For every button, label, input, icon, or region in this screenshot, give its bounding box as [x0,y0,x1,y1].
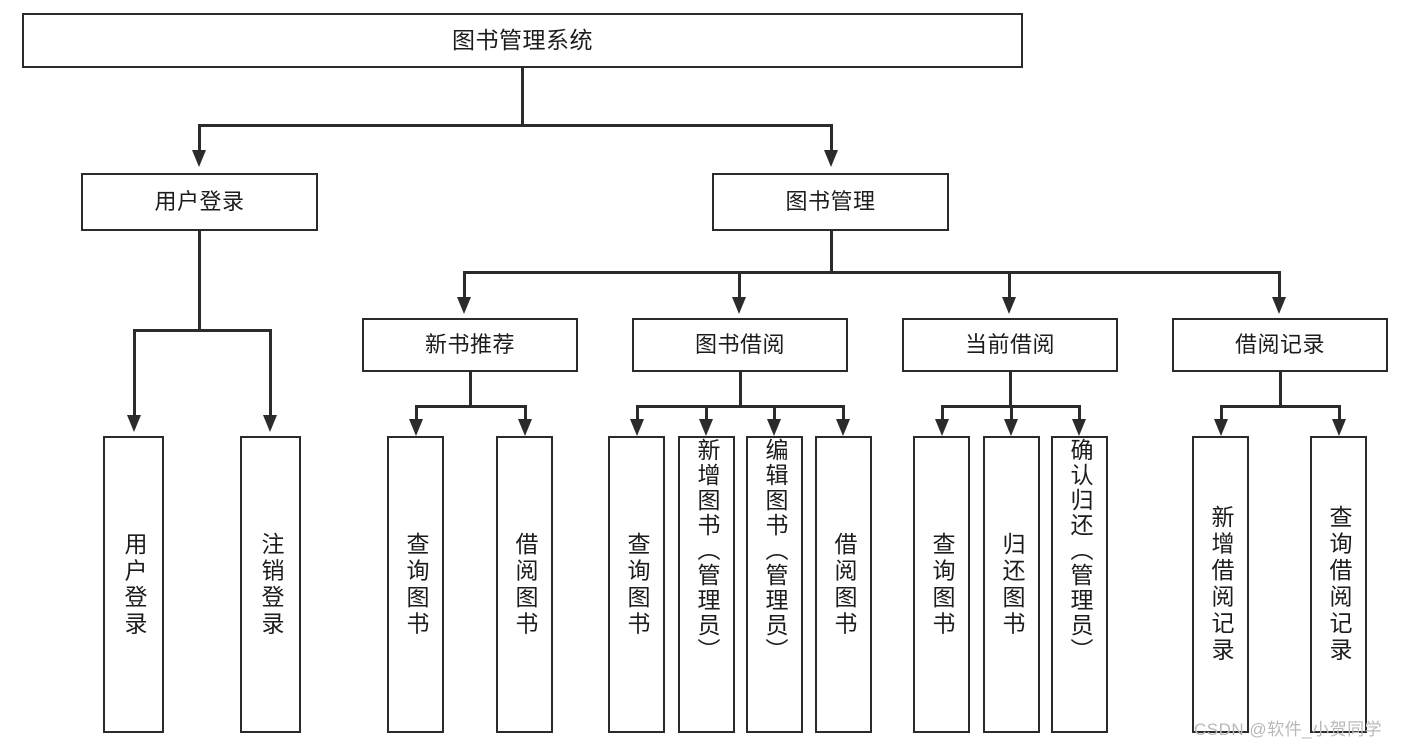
connector-root-to-book-manage [830,124,833,152]
connector-current-borrow-to-leaf-1 [941,405,944,423]
connector-new-book-stem [469,372,472,407]
arrowhead-leaf-borrow-book-rec [518,419,532,436]
connector-user-login-to-leaf-1 [133,329,136,417]
leaf-borrow-book[interactable]: 借阅图书 [815,436,872,733]
leaf-user-login[interactable]: 用户登录 [103,436,164,733]
connector-book-borrow-to-leaf-1 [636,405,639,423]
node-label: 编辑图书（管理员） [762,438,788,663]
node-label: 新增图书（管理员） [694,438,720,663]
connector-book-manage-to-current-borrow [1008,271,1011,299]
connector-book-manage-to-new-book [463,271,466,299]
arrowhead-current-borrow [1002,297,1016,314]
arrowhead-leaf-add-record [1214,419,1228,436]
node-label: 查询图书 [624,531,650,638]
arrowhead-leaf-confirm-return [1072,419,1086,436]
node-new-book-recommendation[interactable]: 新书推荐 [362,318,578,372]
connector-new-book-to-leaf-1 [415,405,418,423]
node-label: 借阅记录 [1234,331,1325,357]
connector-borrow-record-to-leaf-1 [1220,405,1223,423]
arrowhead-book-manage [824,150,838,167]
node-label: 图书借阅 [694,331,785,357]
leaf-add-book-admin[interactable]: 新增图书（管理员） [678,436,735,733]
node-borrowing-record[interactable]: 借阅记录 [1172,318,1388,372]
node-label: 用户登录 [121,531,147,638]
node-label: 归还图书 [999,531,1025,638]
connector-user-login-to-leaf-2 [269,329,272,417]
node-label: 用户登录 [154,188,245,214]
arrowhead-borrow-record [1272,297,1286,314]
node-user-login[interactable]: 用户登录 [81,173,318,231]
arrowhead-leaf-user-login [127,415,141,432]
node-label: 注销登录 [258,531,284,638]
arrowhead-leaf-query-record [1332,419,1346,436]
connector-book-borrow-to-leaf-3 [773,405,776,423]
arrowhead-user-login [192,150,206,167]
connector-root-stem [521,68,524,125]
connector-book-manage-bus [463,271,1281,274]
connector-user-login-bus [133,329,271,332]
connector-book-manage-to-book-borrow [738,271,741,299]
node-label: 借阅图书 [831,531,857,638]
leaf-query-book-recommendation[interactable]: 查询图书 [387,436,444,733]
leaf-return-book[interactable]: 归还图书 [983,436,1040,733]
arrowhead-leaf-add-book [699,419,713,436]
leaf-query-borrow-record[interactable]: 查询借阅记录 [1310,436,1367,733]
csdn-watermark: CSDN @软件_小贺同学 [1194,720,1383,739]
arrowhead-book-borrow [732,297,746,314]
connector-book-borrow-stem [739,372,742,407]
leaf-query-book-current[interactable]: 查询图书 [913,436,970,733]
node-label: 新增借阅记录 [1208,505,1234,664]
arrowhead-leaf-query-book-borrow [630,419,644,436]
node-label: 查询图书 [403,531,429,638]
connector-borrow-record-bus [1220,405,1341,408]
connector-book-manage-to-borrow-record [1278,271,1281,299]
connector-root-bus [198,124,833,127]
node-book-borrowing[interactable]: 图书借阅 [632,318,848,372]
node-root-book-management-system[interactable]: 图书管理系统 [22,13,1023,68]
leaf-borrow-book-recommendation[interactable]: 借阅图书 [496,436,553,733]
node-label: 当前借阅 [964,331,1055,357]
node-label: 图书管理系统 [452,26,593,53]
leaf-confirm-return-admin[interactable]: 确认归还（管理员） [1051,436,1108,733]
connector-current-borrow-to-leaf-3 [1078,405,1081,423]
connector-book-manage-stem [830,231,833,273]
node-label: 借阅图书 [512,531,538,638]
node-label: 确认归还（管理员） [1067,438,1093,663]
node-label: 查询图书 [929,531,955,638]
node-label: 新书推荐 [424,331,515,357]
leaf-edit-book-admin[interactable]: 编辑图书（管理员） [746,436,803,733]
node-label: 图书管理 [785,188,876,214]
connector-current-borrow-stem [1009,372,1012,407]
connector-book-borrow-bus [636,405,844,408]
connector-new-book-to-leaf-2 [524,405,527,423]
arrowhead-leaf-return-book [1004,419,1018,436]
arrowhead-leaf-logout [263,415,277,432]
arrowhead-new-book-rec [457,297,471,314]
connector-root-to-user-login [198,124,201,152]
node-label: 查询借阅记录 [1326,505,1352,664]
connector-new-book-bus [415,405,527,408]
node-current-borrowing[interactable]: 当前借阅 [902,318,1118,372]
connector-user-login-stem [198,231,201,331]
connector-borrow-record-stem [1279,372,1282,407]
node-book-management[interactable]: 图书管理 [712,173,949,231]
leaf-add-borrow-record[interactable]: 新增借阅记录 [1192,436,1249,733]
leaf-query-book-borrowing[interactable]: 查询图书 [608,436,665,733]
connector-borrow-record-to-leaf-2 [1338,405,1341,423]
arrowhead-leaf-query-book-current [935,419,949,436]
connector-book-borrow-to-leaf-4 [842,405,845,423]
leaf-logout[interactable]: 注销登录 [240,436,301,733]
arrowhead-leaf-borrow-book [836,419,850,436]
arrowhead-leaf-query-book-rec [409,419,423,436]
connector-current-borrow-to-leaf-2 [1010,405,1013,423]
arrowhead-leaf-edit-book [767,419,781,436]
connector-book-borrow-to-leaf-2 [705,405,708,423]
